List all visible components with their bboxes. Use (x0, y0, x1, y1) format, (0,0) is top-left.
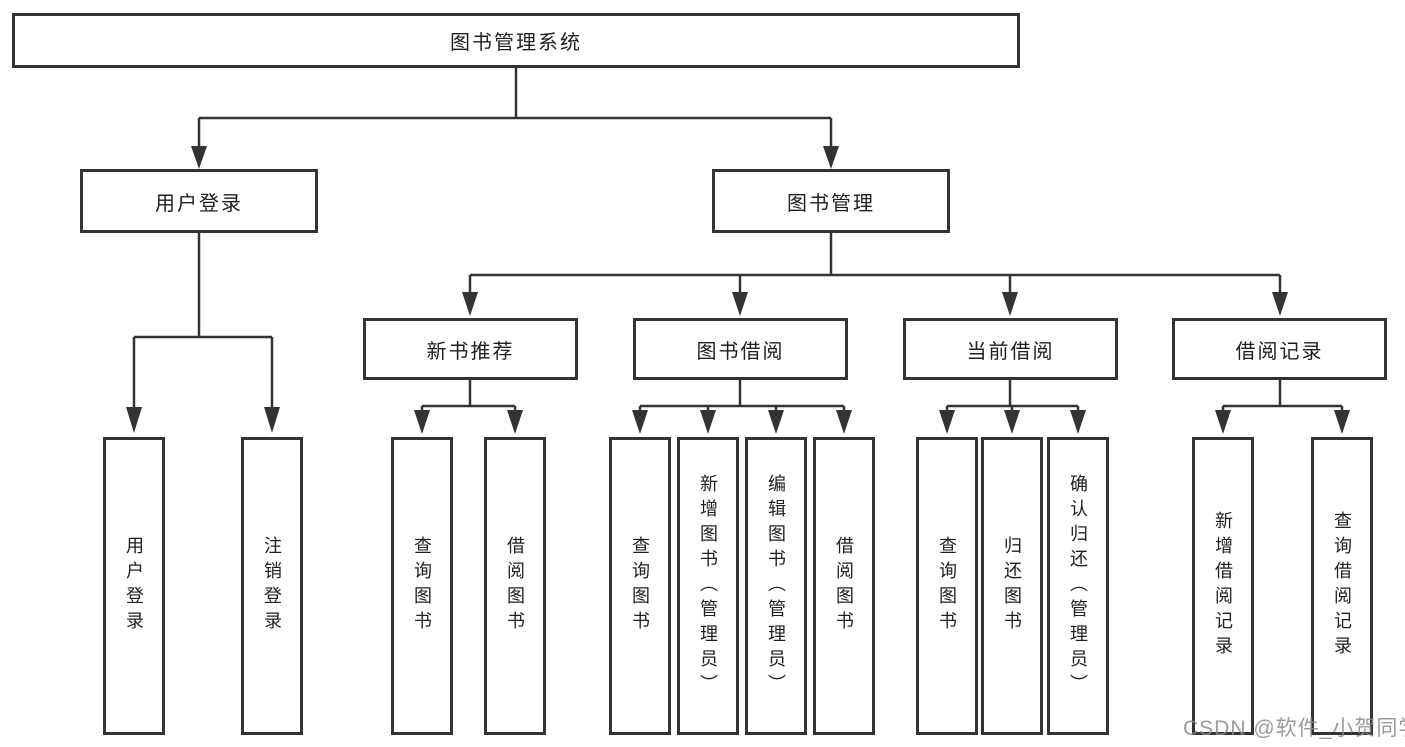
node-current-borrowing-label: 当前借阅 (966, 340, 1055, 363)
node-leaf-add-books-admin: 新增图书（管理员） (677, 437, 739, 735)
node-book-borrowing: 图书借阅 (633, 318, 848, 380)
node-leaf-recommend-borrow-books-label: 借阅图书 (505, 536, 525, 636)
node-leaf-recommend-query-books-label: 查询图书 (412, 536, 432, 636)
arrowheads (126, 146, 1350, 434)
node-leaf-confirm-return-admin: 确认归还（管理员） (1047, 437, 1109, 735)
csdn-watermark: CSDN @软件_小贺同学 (1183, 717, 1405, 740)
node-leaf-edit-books-admin: 编辑图书（管理员） (745, 437, 807, 735)
node-leaf-query-borrow-record: 查询借阅记录 (1311, 437, 1373, 735)
node-leaf-user-login: 用户登录 (103, 437, 165, 735)
node-leaf-current-query-books: 查询图书 (916, 437, 978, 735)
node-leaf-return-books: 归还图书 (981, 437, 1043, 735)
node-book-borrowing-label: 图书借阅 (696, 340, 785, 363)
node-leaf-borrowing-query-books-label: 查询图书 (630, 536, 650, 636)
node-borrowing-records-label: 借阅记录 (1235, 340, 1324, 363)
node-book-management: 图书管理 (712, 169, 950, 233)
node-user-login-label: 用户登录 (155, 192, 243, 215)
node-borrowing-records: 借阅记录 (1172, 318, 1387, 380)
node-leaf-recommend-borrow-books: 借阅图书 (484, 437, 546, 735)
node-new-book-recommend: 新书推荐 (363, 318, 578, 380)
node-leaf-borrowing-borrow-books-label: 借阅图书 (834, 536, 854, 636)
node-leaf-borrowing-borrow-books: 借阅图书 (813, 437, 875, 735)
node-leaf-add-books-admin-label: 新增图书（管理员） (698, 473, 718, 699)
node-leaf-recommend-query-books: 查询图书 (391, 437, 453, 735)
node-current-borrowing: 当前借阅 (903, 318, 1118, 380)
node-leaf-user-login-label: 用户登录 (124, 536, 144, 636)
node-leaf-query-borrow-record-label: 查询借阅记录 (1332, 511, 1352, 661)
node-leaf-add-borrow-record: 新增借阅记录 (1192, 437, 1254, 735)
node-root-label: 图书管理系统 (450, 32, 582, 54)
node-leaf-confirm-return-admin-label: 确认归还（管理员） (1068, 473, 1088, 699)
node-leaf-logout-label: 注销登录 (262, 536, 282, 636)
node-leaf-add-borrow-record-label: 新增借阅记录 (1213, 511, 1233, 661)
node-book-management-label: 图书管理 (787, 192, 875, 215)
node-new-book-recommend-label: 新书推荐 (426, 340, 515, 363)
node-leaf-borrowing-query-books: 查询图书 (609, 437, 671, 735)
node-leaf-return-books-label: 归还图书 (1002, 536, 1022, 636)
node-leaf-edit-books-admin-label: 编辑图书（管理员） (766, 473, 786, 699)
node-leaf-logout: 注销登录 (241, 437, 303, 735)
node-user-login: 用户登录 (80, 169, 318, 233)
node-leaf-current-query-books-label: 查询图书 (937, 536, 957, 636)
node-root-system: 图书管理系统 (12, 13, 1020, 68)
